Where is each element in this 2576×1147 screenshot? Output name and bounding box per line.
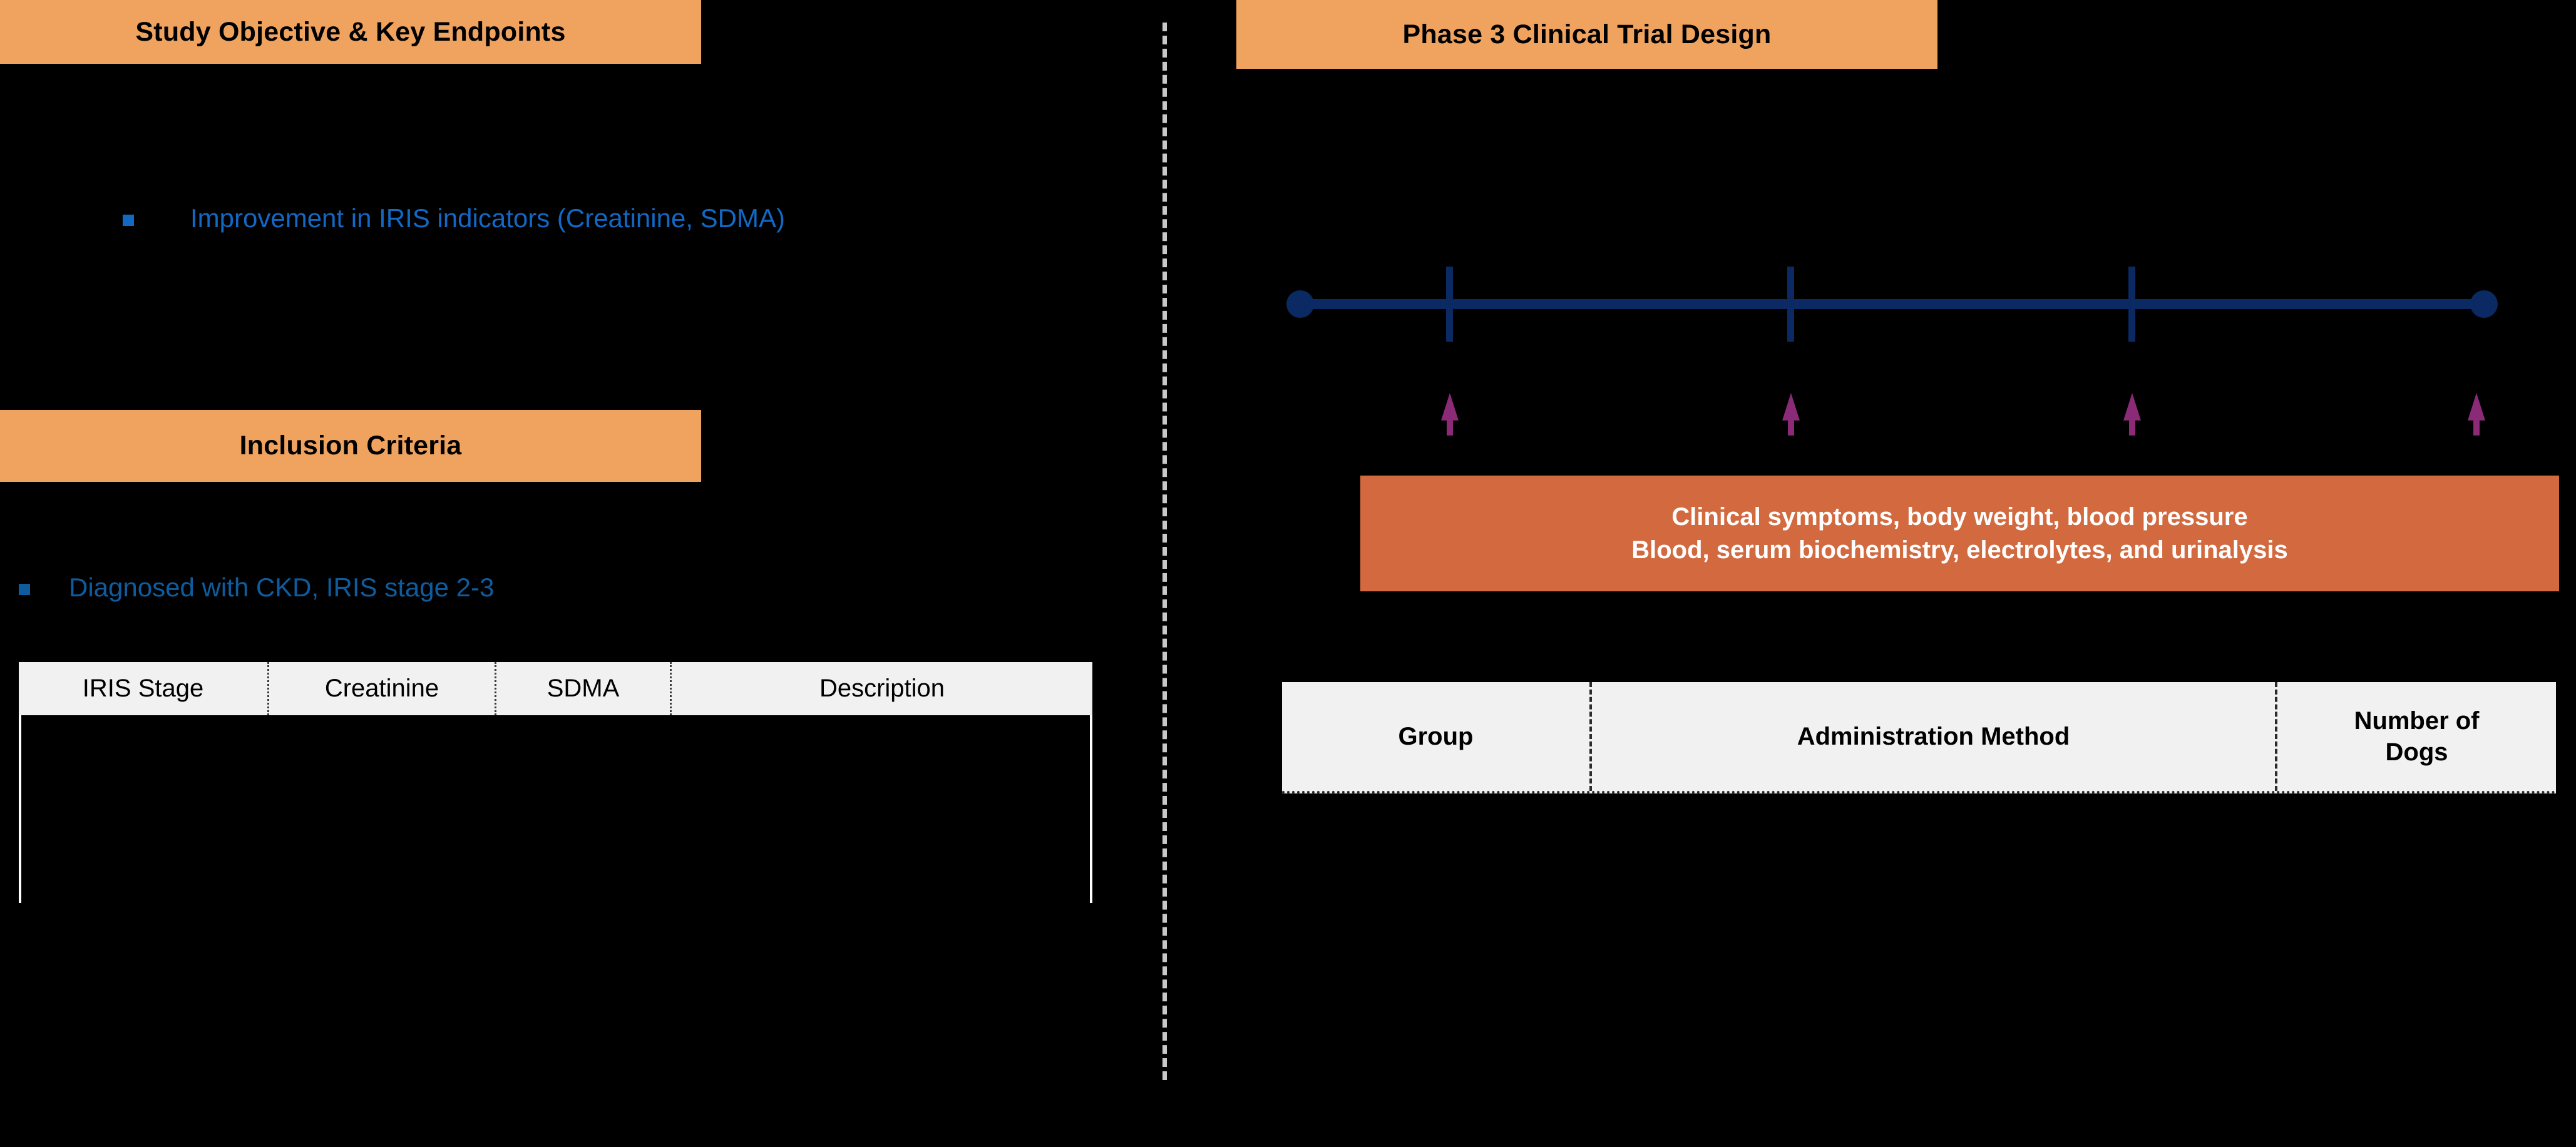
monitoring-line-1: Clinical symptoms, body weight, blood pr… [1671,502,2248,531]
group-table-header-group: Group [1282,682,1592,791]
iris-table-header-row: IRIS Stage Creatinine SDMA Description [19,662,1092,715]
timeline-tick-icon [1787,267,1794,342]
panel-divider [1162,23,1167,1080]
assessment-arrow-icon [1779,393,1803,436]
iris-table-header-description: Description [819,675,945,702]
group-table-header-administration-method: Administration Method [1592,682,2277,791]
inclusion-criteria-banner-title: Inclusion Criteria [239,431,462,461]
iris-table-header-creatinine: Creatinine [269,662,496,715]
timeline-axis-line [1300,299,2483,309]
timeline-tick-icon [1446,267,1453,342]
monitoring-parameters-box: Clinical symptoms, body weight, blood pr… [1360,476,2559,591]
inclusion-bullet-item: Diagnosed with CKD, IRIS stage 2-3 [19,573,958,603]
group-table-header-row: Group Administration Method Number of Do… [1282,682,2556,791]
timeline-end-marker-icon [2470,290,2498,318]
monitoring-line-2: Blood, serum biochemistry, electrolytes,… [1631,536,2288,564]
study-objective-banner-title: Study Objective & Key Endpoints [135,16,566,47]
timeline-start-marker-icon [1286,290,1314,318]
iris-table-body [19,715,1092,903]
square-bullet-icon [19,584,30,595]
number-of-dogs-line-2: Dogs [2385,738,2448,766]
study-objective-banner: Study Objective & Key Endpoints [0,0,701,64]
number-of-dogs-line-1: Number of [2354,707,2480,735]
phase3-trial-design-banner-title: Phase 3 Clinical Trial Design [1402,19,1772,49]
endpoint-bullet-item: Improvement in IRIS indicators (Creatini… [123,203,1062,233]
group-table-header-number-of-dogs: Number of Dogs [2277,682,2556,791]
study-timeline [1286,250,2498,363]
iris-table-header-sdma: SDMA [496,662,672,715]
timeline-tick-icon [2128,267,2135,342]
inclusion-bullet-label: Diagnosed with CKD, IRIS stage 2-3 [69,573,495,602]
group-allocation-table: Group Administration Method Number of Do… [1282,682,2556,793]
inclusion-criteria-banner: Inclusion Criteria [0,410,701,482]
iris-table-header-iris-stage: IRIS Stage [19,662,269,715]
iris-staging-table: IRIS Stage Creatinine SDMA Description [19,662,1092,903]
endpoint-bullet-label: Improvement in IRIS indicators (Creatini… [190,203,785,233]
assessment-arrow-icon [1438,393,1462,436]
square-bullet-icon [123,215,134,226]
assessment-arrow-icon [2465,393,2488,436]
assessment-arrow-icon [2120,393,2144,436]
phase3-trial-design-banner: Phase 3 Clinical Trial Design [1236,0,1937,69]
